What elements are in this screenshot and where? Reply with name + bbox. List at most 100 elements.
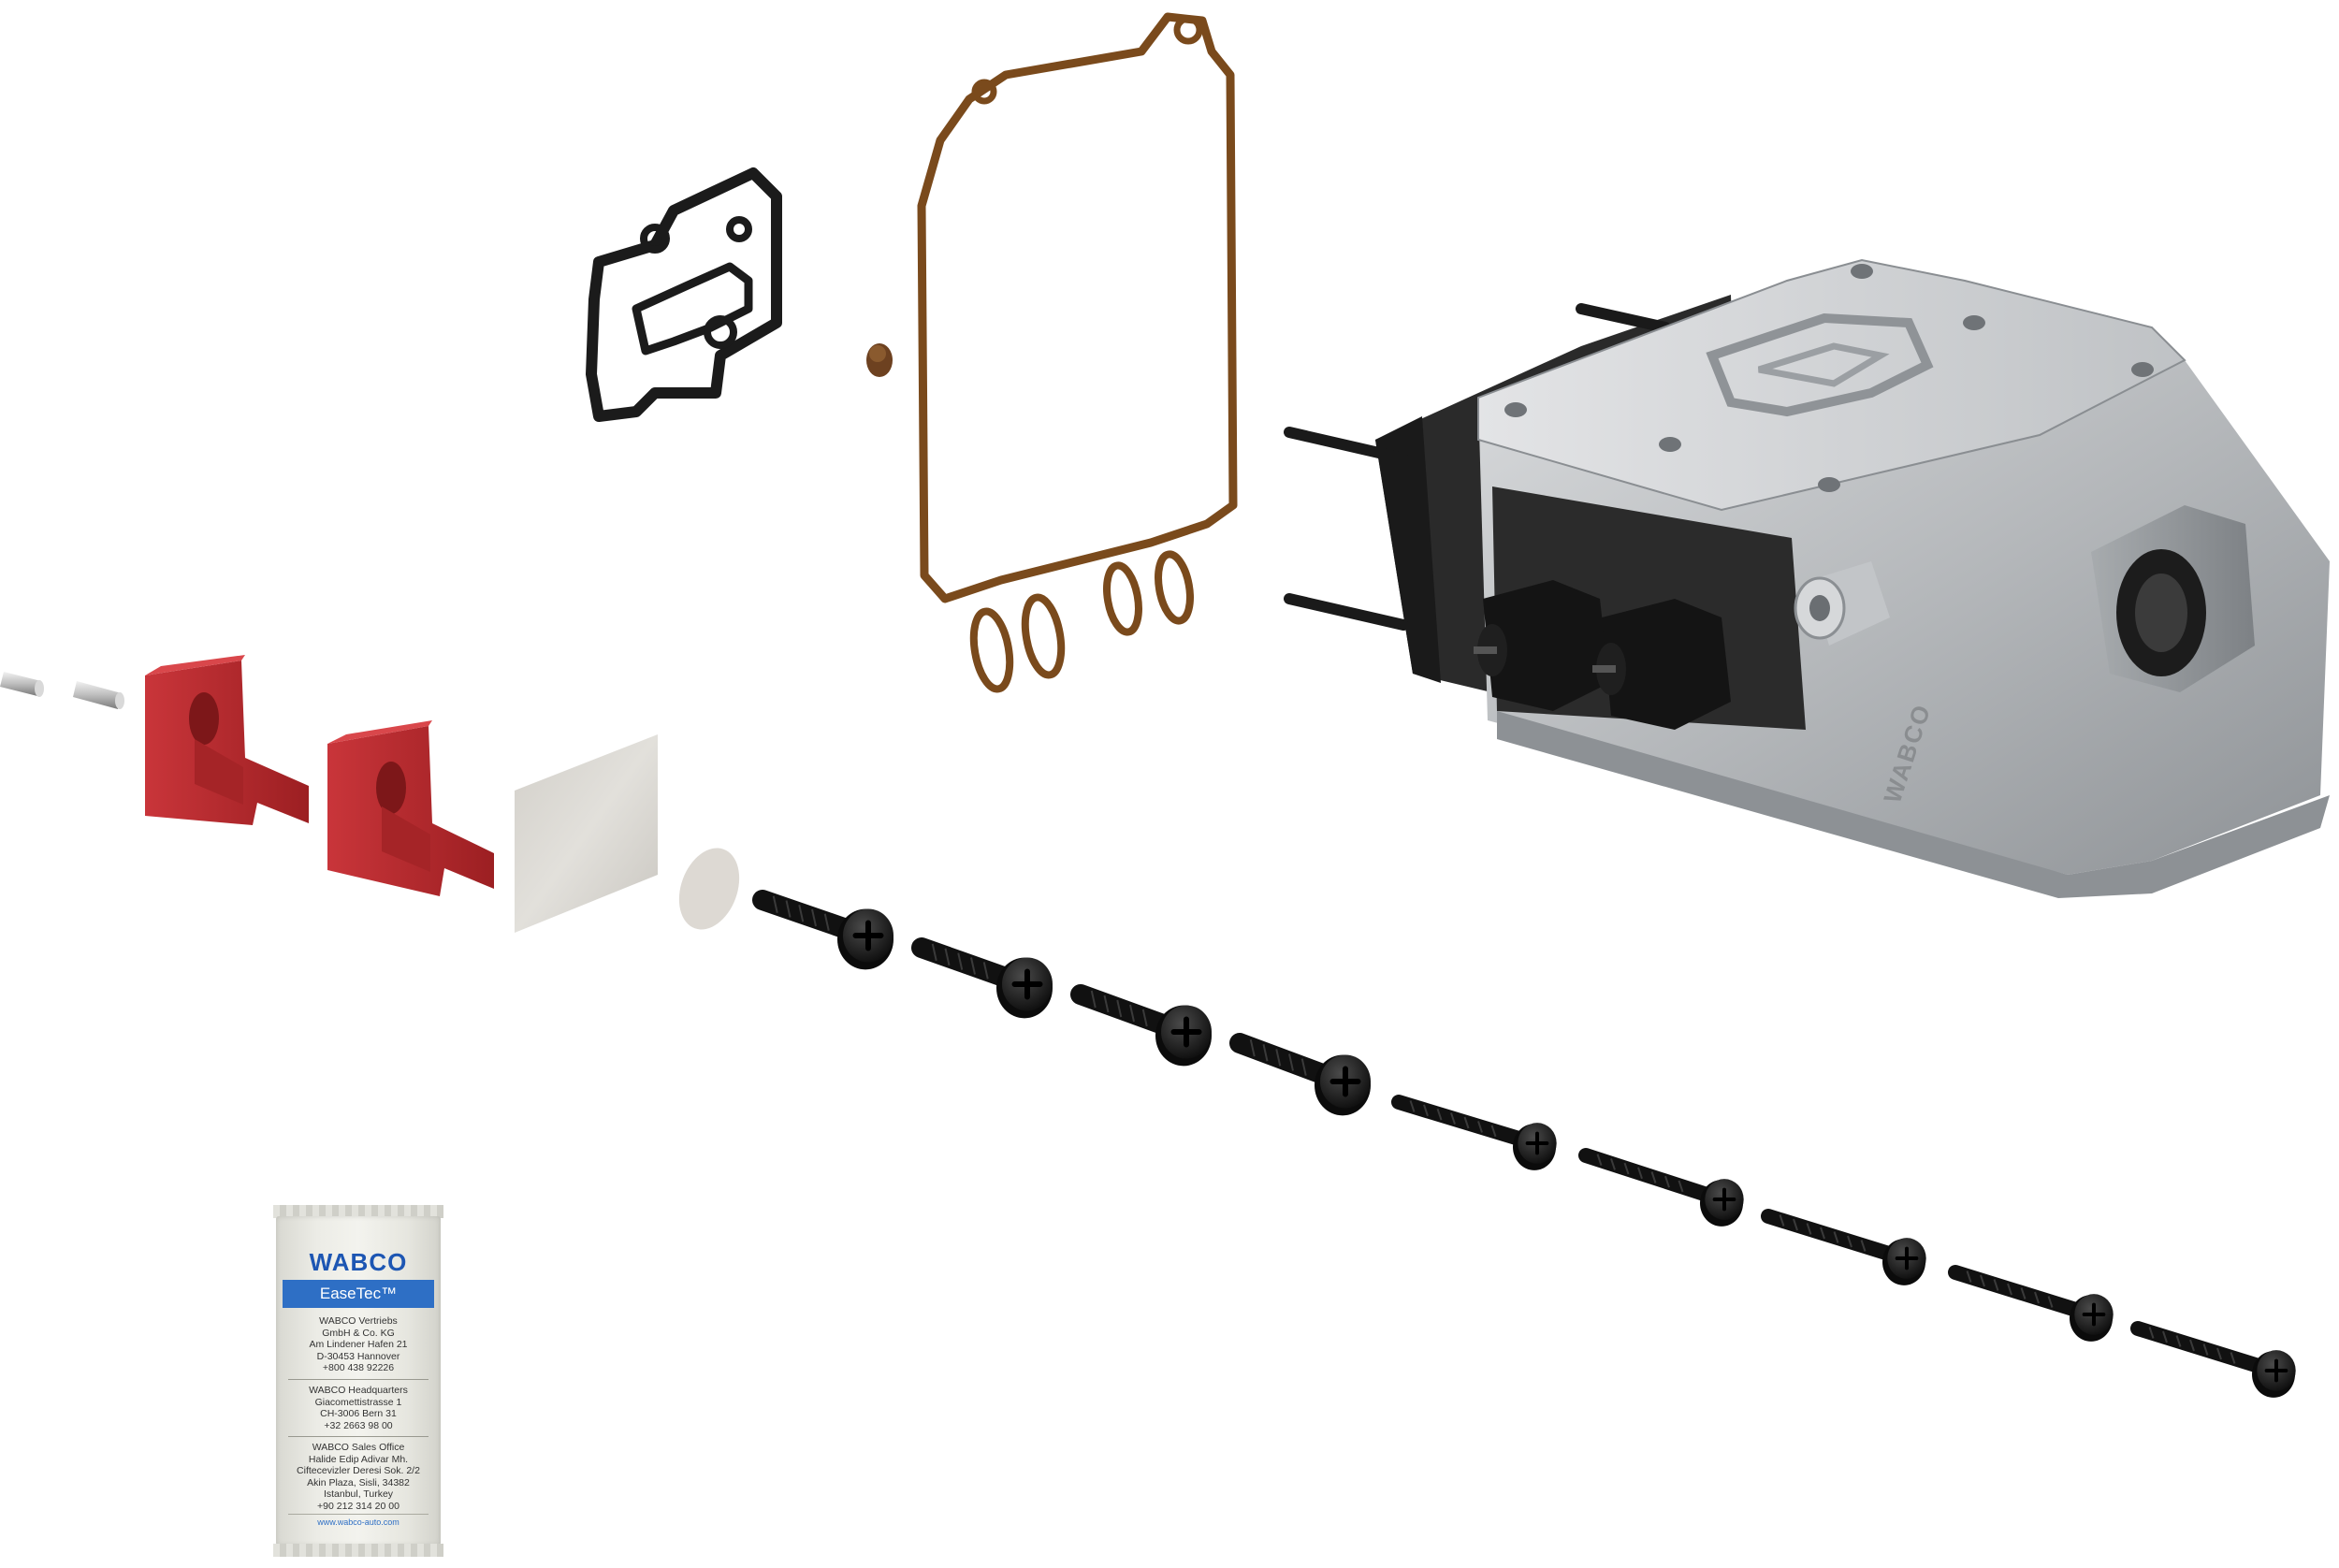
- small-screw-4: [1948, 1265, 2114, 1342]
- screw-thread: [931, 943, 937, 962]
- screw-thread: [970, 957, 976, 975]
- screw-thread: [1409, 1100, 1416, 1112]
- screw-thread: [2216, 1347, 2222, 1360]
- phillips-drive-icon: [1895, 1246, 1919, 1270]
- screw-thread: [1275, 1049, 1282, 1067]
- screw-thread: [1623, 1162, 1630, 1175]
- sachet-address-line: CH-3006 Bern 31: [320, 1408, 397, 1419]
- red-clip-1: [145, 655, 309, 825]
- phillips-drive-icon: [1329, 1066, 1361, 1097]
- brown-seal-gasket: [917, 12, 1238, 693]
- screw-thread: [1116, 999, 1123, 1018]
- sachet-address-line: +800 438 92226: [322, 1362, 395, 1373]
- screw-thread: [982, 962, 989, 980]
- screw-thread: [1463, 1116, 1470, 1129]
- screw-thread: [1847, 1235, 1852, 1248]
- large-screw-2: [911, 937, 1053, 1019]
- phillips-drive-icon: [2082, 1302, 2106, 1327]
- screw-thread: [2175, 1335, 2182, 1347]
- screw-thread: [1820, 1227, 1825, 1240]
- dowel-pin-2: [73, 681, 124, 709]
- screw-thread: [2020, 1287, 2027, 1299]
- screw-thread: [957, 952, 964, 970]
- screw-thread: [2148, 1327, 2155, 1339]
- screw-thread: [1477, 1121, 1483, 1133]
- phillips-drive-icon: [2264, 1358, 2288, 1383]
- sachet-address-line: D-30453 Hannover: [316, 1350, 400, 1362]
- screw-thread: [772, 895, 778, 913]
- screw-thread: [2162, 1330, 2168, 1343]
- screw-thread: [1103, 995, 1110, 1013]
- screw-thread: [1860, 1240, 1867, 1252]
- screw-thread: [811, 908, 817, 927]
- small-screw-3: [1761, 1209, 1926, 1285]
- brown-grommet: [866, 343, 893, 377]
- large-screw-1: [752, 890, 893, 970]
- sachet-address-line: Ciftecevizler Deresi Sok. 2/2: [297, 1465, 420, 1476]
- screw-thread: [2202, 1343, 2209, 1356]
- screw-thread: [1806, 1223, 1812, 1235]
- screw-thread: [1090, 990, 1097, 1009]
- black-seal-gasket: [586, 167, 782, 422]
- screw-thread: [1610, 1158, 1616, 1170]
- phillips-drive-icon: [1525, 1131, 1549, 1155]
- small-screw-5: [2130, 1321, 2296, 1398]
- screw-thread: [2189, 1339, 2195, 1352]
- phillips-drive-icon: [1712, 1187, 1736, 1212]
- screw-thread: [1833, 1231, 1839, 1243]
- sachet-address-line: GmbH & Co. KG: [322, 1327, 395, 1339]
- sachet-seal-bottom: [273, 1544, 443, 1557]
- large-screw-4: [1229, 1033, 1371, 1116]
- sachet-website: www.wabco-auto.com: [288, 1514, 429, 1527]
- screw-thread: [823, 913, 830, 931]
- screw-thread: [1980, 1274, 1985, 1287]
- sachet-address-line: WABCO Headquarters: [309, 1385, 408, 1396]
- sachet-address-line: +90 212 314 20 00: [317, 1500, 400, 1512]
- screw-thread: [1596, 1154, 1603, 1167]
- screw-thread: [2034, 1291, 2040, 1304]
- screw-thread: [1436, 1108, 1443, 1121]
- screw-thread: [1793, 1218, 1798, 1231]
- screw-thread: [1423, 1104, 1429, 1117]
- sachet-address-line: Istanbul, Turkey: [323, 1488, 394, 1500]
- screw-thread: [1637, 1167, 1643, 1180]
- small-screw-2: [1578, 1148, 1744, 1227]
- stud-bolts: [1284, 303, 1671, 631]
- sachet-address-line: Akin Plaza, Sisli, 34382: [307, 1476, 410, 1488]
- sachet-address-line: Giacomettistrasse 1: [314, 1396, 402, 1408]
- screw-thread: [1141, 1009, 1148, 1027]
- phillips-drive-icon: [1170, 1016, 1202, 1048]
- phillips-drive-icon: [852, 920, 884, 951]
- small-screw-1: [1391, 1095, 1557, 1170]
- screw-thread: [2007, 1283, 2012, 1296]
- screw-thread: [1288, 1053, 1294, 1071]
- screw-thread: [2047, 1296, 2054, 1308]
- screw-thread: [1490, 1125, 1497, 1138]
- large-screw-3: [1070, 984, 1212, 1067]
- screw-thread: [1300, 1058, 1307, 1076]
- air-inlet-nozzle: [1794, 561, 1890, 646]
- sachet-address-line: WABCO Sales Office: [312, 1442, 405, 1453]
- sachet-address-line: WABCO Vertriebs: [319, 1315, 398, 1327]
- screw-thread: [1650, 1171, 1657, 1183]
- screw-thread: [798, 905, 805, 922]
- sachet-address-line: +32 2663 98 00: [324, 1419, 393, 1431]
- screw-thread: [2230, 1352, 2236, 1364]
- screw-thread: [1678, 1180, 1684, 1193]
- filter-disc: [678, 848, 740, 930]
- filter-film: [515, 734, 658, 933]
- screw-thread: [944, 948, 951, 965]
- sachet-body: [276, 1216, 441, 1546]
- solenoid-1: [1474, 580, 1609, 711]
- red-clip-2: [327, 720, 494, 896]
- sachet-seal-top: [273, 1205, 443, 1218]
- solenoid-2: [1592, 599, 1731, 730]
- screw-thread: [1129, 1004, 1135, 1023]
- screw-thread: [1262, 1044, 1269, 1062]
- screw-thread: [785, 900, 792, 918]
